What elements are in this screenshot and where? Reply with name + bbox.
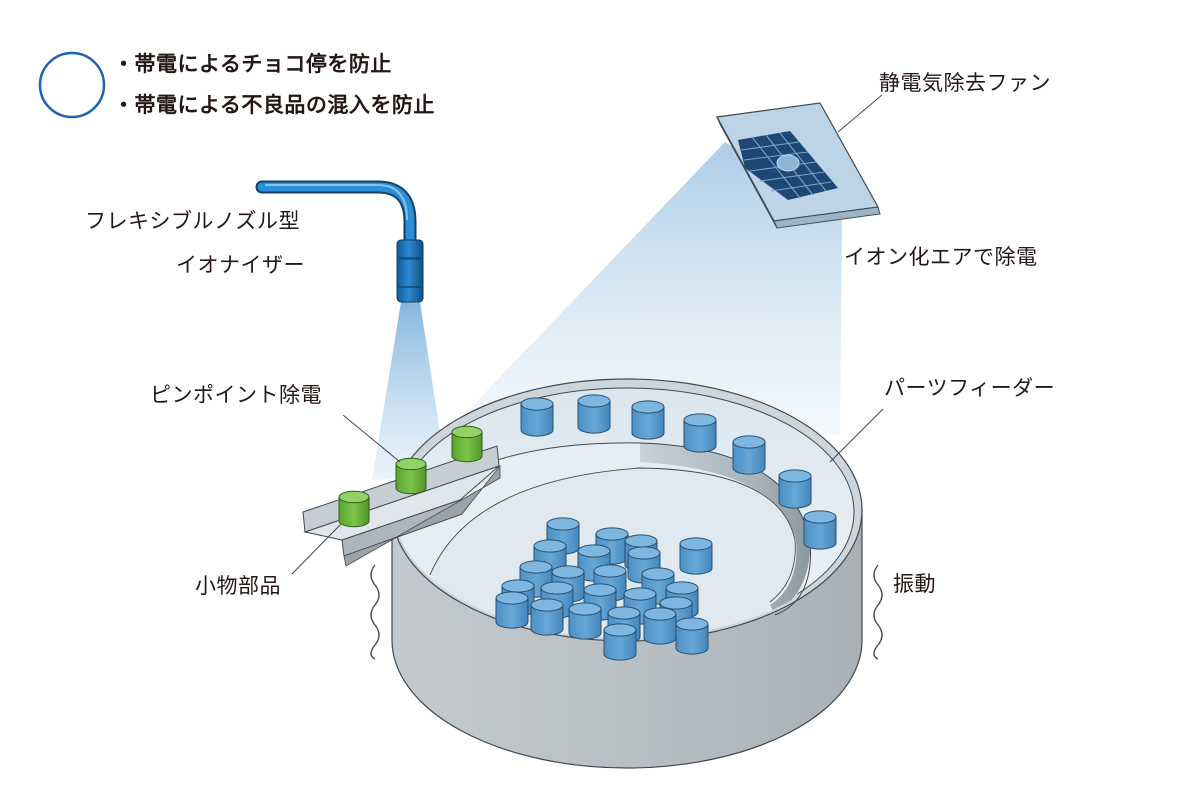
- fan-action-label: イオン化エアで除電: [844, 245, 1038, 269]
- small-parts-label: 小物部品: [195, 574, 281, 598]
- pile-part: [679, 537, 713, 575]
- blank-circle-marker: [38, 51, 106, 119]
- vibration-mark-right: [873, 564, 883, 660]
- track-part: [631, 400, 665, 440]
- benefit-item-1: ・帯電によるチョコ停を防止: [113, 52, 392, 76]
- fan-name-label: 静電気除去ファン: [879, 71, 1051, 95]
- pile-part: [495, 591, 529, 629]
- fan-leader-line: [837, 94, 883, 133]
- green-part: [395, 457, 427, 495]
- pinpoint-label: ピンポイント除電: [150, 383, 322, 407]
- green-parts: [338, 425, 483, 528]
- pinpoint-leader-line: [342, 414, 401, 463]
- nozzle-label-line2: イオナイザー: [176, 253, 305, 277]
- pile-part: [643, 607, 677, 645]
- parts-pile: [495, 517, 713, 661]
- track-parts: [520, 394, 837, 550]
- green-part: [338, 490, 370, 528]
- vibration-label: 振動: [893, 572, 936, 596]
- green-part: [451, 425, 483, 463]
- track-part: [778, 469, 812, 509]
- nozzle-ion-beam: [372, 302, 447, 480]
- small-parts-leader-line: [291, 523, 342, 575]
- pile-part: [603, 623, 637, 661]
- flexible-nozzle-ionizer: [255, 180, 424, 303]
- fan-hub: [776, 154, 800, 172]
- static-eliminator-fan: [716, 102, 881, 229]
- fan-ion-beam: [455, 142, 842, 435]
- track-part: [520, 397, 554, 437]
- feeder-leader-line: [829, 408, 884, 463]
- track-part: [803, 510, 837, 550]
- parts-feeder-label: パーツフィーダー: [884, 376, 1056, 400]
- pile-part: [568, 602, 602, 640]
- pile-part: [675, 617, 709, 655]
- track-part: [577, 394, 611, 434]
- nozzle-label-line1: フレキシブルノズル型: [85, 209, 300, 233]
- pile-part: [530, 598, 564, 636]
- track-part: [683, 413, 717, 453]
- track-part: [732, 435, 766, 475]
- vibration-mark-left: [370, 564, 380, 660]
- benefit-item-2: ・帯電による不良品の混入を防止: [113, 93, 435, 117]
